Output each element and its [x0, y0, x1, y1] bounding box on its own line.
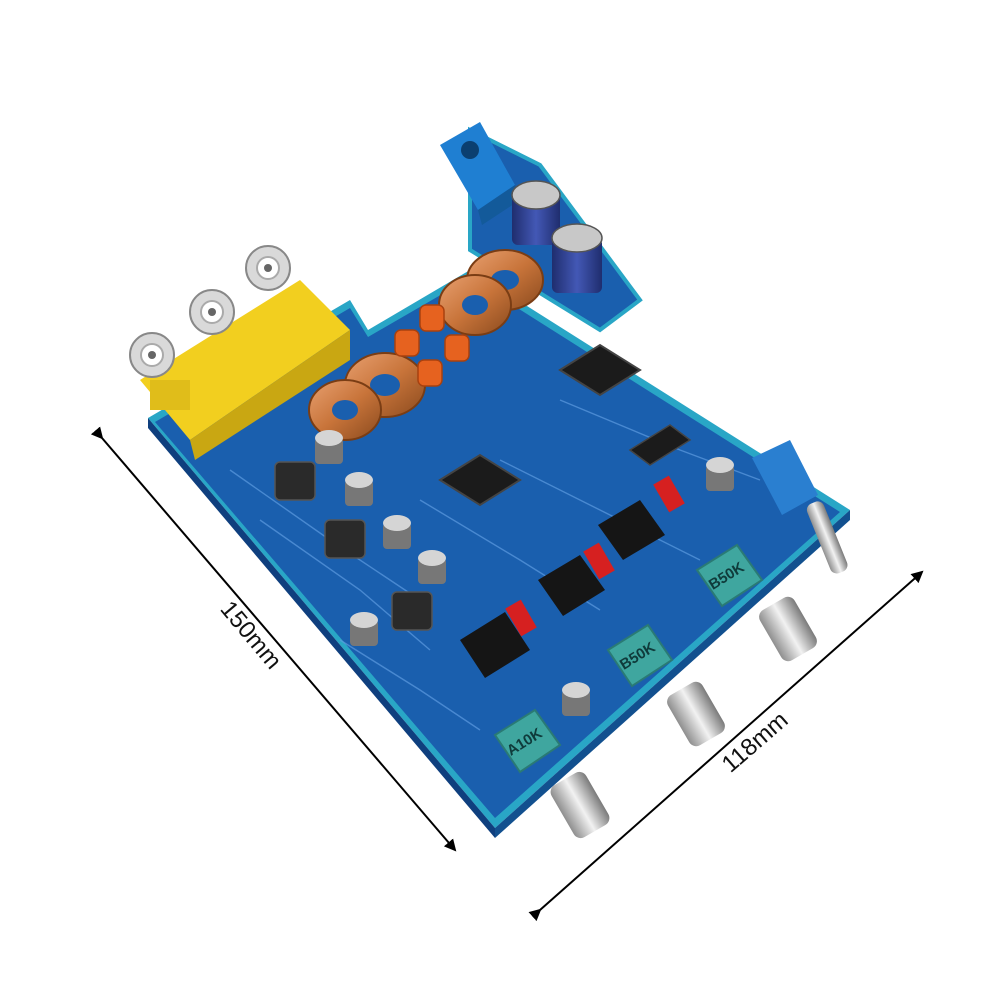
electrolytic-capacitor-large-1	[511, 180, 561, 245]
dimension-line-width	[528, 570, 924, 922]
inductor-4	[308, 379, 382, 441]
amplifier-ic-1	[558, 343, 642, 397]
opamp-ic-3	[598, 500, 665, 560]
inductor-2	[438, 274, 512, 336]
power-jack	[440, 122, 520, 225]
rca-jack-left	[129, 332, 190, 410]
toggle-switch	[752, 440, 848, 574]
opamp-ic-1	[460, 612, 530, 678]
dimension-line-length	[90, 426, 457, 852]
electrolytic-capacitor-large-2	[551, 223, 603, 293]
rca-jack-right	[245, 245, 291, 291]
rca-jack-middle	[189, 289, 235, 335]
logic-ic	[628, 424, 692, 466]
dimension-length-label: 150mm	[215, 596, 287, 675]
amplifier-ic-2	[438, 453, 522, 507]
film-capacitors	[394, 304, 470, 387]
